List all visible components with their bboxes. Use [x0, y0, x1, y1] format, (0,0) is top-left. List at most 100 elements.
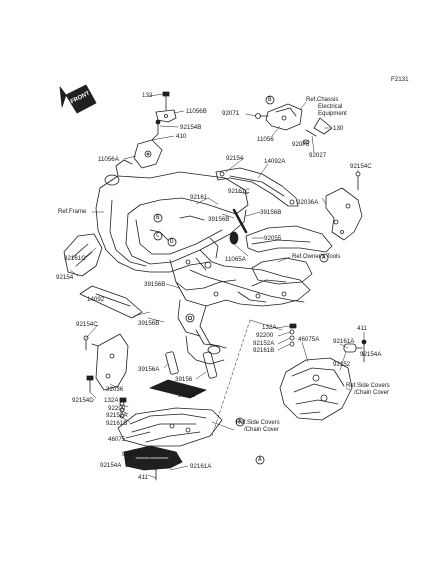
label-92154b: 92154B: [180, 124, 202, 131]
small-fasteners-right-icon: [289, 323, 297, 347]
label-92161b-right: 92161B: [253, 347, 275, 354]
callout-a-lower: A: [238, 418, 242, 425]
label-92154d: 92154D: [72, 397, 94, 404]
label-11056b: 11056B: [186, 108, 207, 115]
label-92152-right: 92152: [333, 361, 351, 368]
diagram-code: F2131: [391, 76, 409, 83]
label-39156-low: 39156: [178, 392, 196, 399]
cover-panel-46075-icon: [123, 445, 183, 471]
bracket-11056a-icon: [133, 133, 163, 169]
label-92075: 92075: [292, 141, 310, 148]
strip-39156b-icon: [232, 208, 248, 234]
rear-bracket-32036a-icon: [325, 187, 363, 241]
label-39156-mid: 39156: [175, 376, 193, 383]
callout-c-frame: C: [156, 232, 160, 239]
bolt-92154b-icon: [155, 119, 161, 135]
ref-side-covers-right-line1: Ref.Side Covers: [346, 383, 390, 389]
label-46075: 46075: [108, 436, 126, 443]
label-39156b-right: 39156B: [260, 209, 282, 216]
label-39156b-mid: 39156B: [208, 216, 230, 223]
callout-a-bottom: A: [258, 456, 262, 463]
label-46075a: 46075A: [298, 336, 320, 343]
owners-tools-outline-icon: [251, 257, 313, 285]
ref-side-covers-bottom-line2: /Chain Cover: [244, 427, 280, 433]
front-arrow-icon: [59, 84, 97, 114]
nut-92071-icon: [255, 113, 269, 119]
label-39156b-lower: 39156B: [138, 320, 160, 327]
ref-owners-tools: Ref.Owner's Tools: [292, 254, 341, 260]
label-92161a-right: 92161A: [333, 338, 355, 345]
label-14092a: 14092A: [264, 158, 286, 165]
lower-cover-assembly-icon: [117, 407, 223, 447]
label-92200-left: 92200: [108, 405, 126, 412]
label-411-left: 411: [138, 474, 148, 481]
label-11056: 11056: [257, 136, 274, 143]
leader-lines-icon: [69, 93, 365, 479]
callout-b-top: B: [268, 96, 272, 103]
left-panel-icon: [63, 233, 103, 277]
collar-92075-icon: [302, 139, 310, 145]
label-92161c-left: 92161C: [64, 255, 86, 262]
label-92161a-left: 92161A: [190, 463, 212, 470]
label-132a-left: 132A: [104, 397, 119, 404]
bolt-92154d-icon: [86, 375, 94, 393]
ref-chassis-line3: Equipment: [318, 111, 347, 117]
label-92154a-left: 92154A: [100, 462, 122, 469]
right-cover-assembly-icon: [279, 357, 353, 421]
cover-92055-icon: [245, 225, 333, 253]
label-32036: 32036: [106, 386, 124, 393]
ref-side-covers-bottom-line1: Ref.Side Covers: [236, 420, 280, 426]
callout-d-frame: D: [170, 238, 174, 245]
callout-circles-icon: [153, 213, 329, 465]
strip-39156-low-icon: [149, 379, 207, 399]
strip-39156a-icon: [165, 351, 179, 375]
label-92154-left: 92154: [56, 274, 74, 281]
label-92161: 92161: [190, 194, 208, 201]
bolt-92154c-left-icon: [83, 335, 89, 351]
label-92071: 92071: [222, 110, 240, 117]
label-132a-right: 132A: [262, 324, 277, 331]
label-132-top: 132: [142, 92, 153, 99]
bracket-11056-icon: [265, 103, 303, 131]
label-92152-left: 92152: [122, 451, 140, 458]
collar-92152-right-icon: [343, 343, 363, 353]
label-92154a-right: 92154A: [360, 351, 382, 358]
bracket-32036-icon: [91, 333, 129, 391]
label-92161b-left: 92161B: [106, 420, 128, 427]
label-411-right: 411: [357, 325, 367, 332]
label-92200-right: 92200: [256, 332, 274, 339]
clamp-11056b-icon: [155, 109, 177, 123]
label-11065a: 11065A: [225, 256, 246, 263]
label-39156b-low: 39156B: [144, 281, 166, 288]
callout-b-frame: B: [156, 214, 160, 221]
strip-14092-icon: [79, 285, 143, 319]
label-92154c-left: 92154C: [76, 321, 98, 328]
label-92055: 92055: [264, 235, 282, 242]
main-frame-icon: [95, 159, 311, 365]
upper-subframe-14092a-icon: [215, 167, 299, 207]
strip-39156-icon: [202, 351, 218, 379]
ref-chassis-line1: Ref.Chassis: [306, 97, 339, 103]
ref-frame: Ref.Frame: [58, 209, 87, 215]
bolt-132-icon: [162, 91, 170, 111]
label-92152a-right: 92152A: [253, 340, 275, 347]
label-92027: 92027: [309, 152, 327, 159]
bolt-130-icon: [305, 117, 333, 137]
label-92161c-top: 92161C: [228, 188, 250, 195]
callout-b-top-icon: [265, 95, 275, 105]
label-92154: 92154: [226, 155, 244, 162]
label-11056a: 11056A: [98, 156, 119, 163]
grommet-92161-icon: [229, 231, 239, 245]
label-410: 410: [176, 133, 187, 140]
label-92152a-left: 92152A: [106, 412, 128, 419]
ref-side-covers-right-line2: /Chain Cover: [354, 390, 390, 396]
bolt-92154c-right-icon: [355, 171, 361, 191]
label-39156a: 39156A: [138, 366, 160, 373]
callout-a-right: A: [322, 254, 326, 261]
ref-chassis-line2: Electrical: [318, 104, 343, 110]
label-92154c-right: 92154C: [350, 163, 372, 170]
label-130: 130: [333, 125, 344, 132]
label-32036a: 32036A: [297, 199, 319, 206]
